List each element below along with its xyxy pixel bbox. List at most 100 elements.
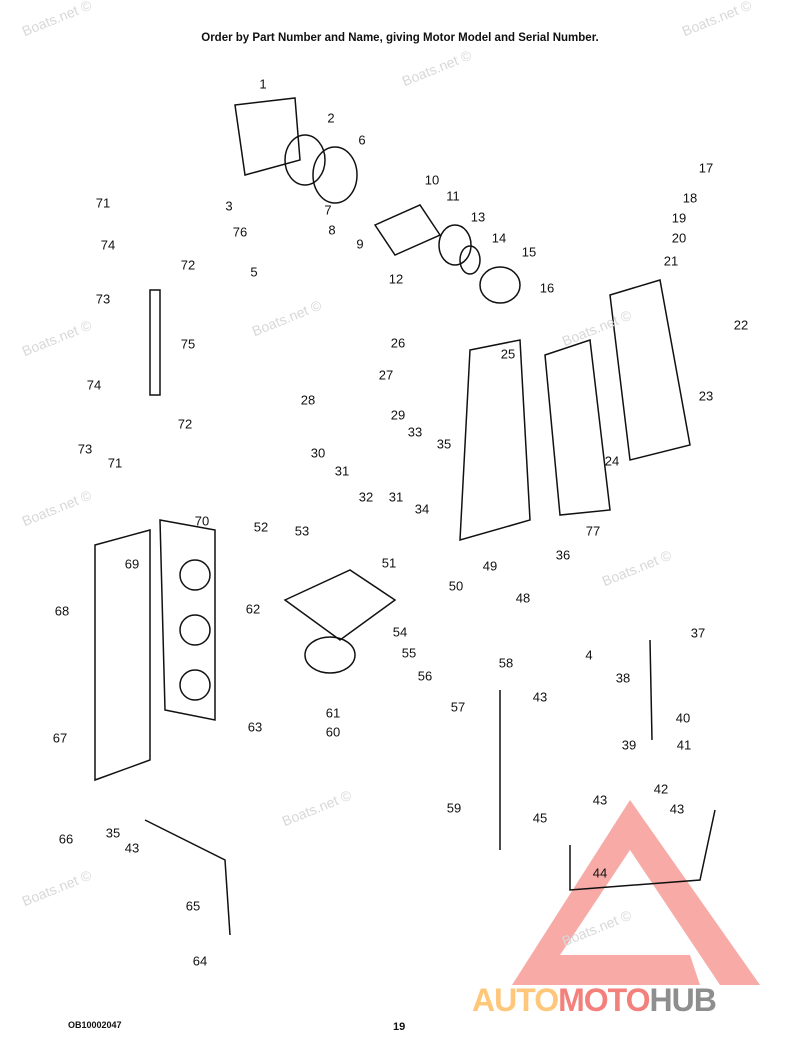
callout-17: 17 xyxy=(698,160,714,176)
callout-68: 68 xyxy=(54,603,70,619)
callout-31: 31 xyxy=(334,463,350,479)
callout-43: 43 xyxy=(532,689,548,705)
callout-38: 38 xyxy=(615,670,631,686)
callout-42: 42 xyxy=(653,781,669,797)
callout-19: 19 xyxy=(671,210,687,226)
page-number: 19 xyxy=(393,1021,406,1033)
callout-22: 22 xyxy=(733,317,749,333)
callout-18: 18 xyxy=(682,190,698,206)
callout-71: 71 xyxy=(107,455,123,471)
callout-37: 37 xyxy=(690,625,706,641)
automotohub-logo: AUTOMOTOHUB xyxy=(472,982,717,1019)
callout-61: 61 xyxy=(325,705,341,721)
diaphragm-13 xyxy=(438,224,472,266)
callout-11: 11 xyxy=(446,188,460,204)
callout-70: 70 xyxy=(194,513,210,529)
callout-41: 41 xyxy=(676,737,692,753)
gasket-6 xyxy=(312,146,358,204)
callout-27: 27 xyxy=(378,367,394,383)
callout-3: 3 xyxy=(225,198,233,214)
callout-54: 54 xyxy=(392,624,408,640)
callout-13: 13 xyxy=(470,209,486,225)
callout-75: 75 xyxy=(180,336,196,352)
callout-10: 10 xyxy=(424,172,440,188)
callout-62: 62 xyxy=(245,601,261,617)
callout-73: 73 xyxy=(95,291,111,307)
callout-51: 51 xyxy=(381,555,397,571)
callout-40: 40 xyxy=(675,710,691,726)
callout-23: 23 xyxy=(698,388,714,404)
intake-manifold-25 xyxy=(459,339,531,542)
callout-31: 31 xyxy=(388,489,404,505)
callout-43: 43 xyxy=(669,801,685,817)
cover-69 xyxy=(94,529,151,782)
callout-65: 65 xyxy=(185,898,201,914)
callout-9: 9 xyxy=(356,236,364,252)
callout-33: 33 xyxy=(407,424,423,440)
callout-53: 53 xyxy=(294,523,310,539)
callout-72: 72 xyxy=(177,416,193,432)
callout-52: 52 xyxy=(253,519,269,535)
callout-69: 69 xyxy=(124,556,140,572)
carburetor xyxy=(283,569,397,641)
callout-7: 7 xyxy=(324,202,332,218)
hose-65 xyxy=(144,819,231,936)
callout-66: 66 xyxy=(58,831,74,847)
callout-24: 24 xyxy=(604,453,620,469)
callout-43: 43 xyxy=(592,792,608,808)
callout-76: 76 xyxy=(232,224,248,240)
callout-12: 12 xyxy=(388,271,404,287)
callout-1: 1 xyxy=(259,76,267,92)
callout-44: 44 xyxy=(592,865,608,881)
callout-55: 55 xyxy=(401,645,417,661)
callout-39: 39 xyxy=(621,737,637,753)
callout-56: 56 xyxy=(417,668,433,684)
callout-71: 71 xyxy=(95,195,111,211)
brand-auto: AUTO xyxy=(472,982,559,1018)
diagram-code: OB10002047 xyxy=(68,1020,122,1030)
brand-hub: HUB xyxy=(649,982,716,1018)
callout-35: 35 xyxy=(105,825,121,841)
callout-77: 77 xyxy=(585,523,601,539)
callout-30: 30 xyxy=(310,445,326,461)
callout-72: 72 xyxy=(180,257,196,273)
callout-58: 58 xyxy=(498,655,514,671)
callout-29: 29 xyxy=(390,407,406,423)
callout-26: 26 xyxy=(390,335,406,351)
gasket-2 xyxy=(284,134,326,186)
callout-49: 49 xyxy=(482,558,498,574)
callout-48: 48 xyxy=(515,590,531,606)
order-instruction: Order by Part Number and Name, giving Mo… xyxy=(201,32,599,44)
callout-74: 74 xyxy=(100,237,116,253)
ring-14 xyxy=(459,245,481,275)
callout-45: 45 xyxy=(532,810,548,826)
gasket-70 xyxy=(159,519,216,721)
callout-21: 21 xyxy=(663,253,679,269)
callout-5: 5 xyxy=(250,264,258,280)
carb-cover xyxy=(234,97,301,176)
callout-25: 25 xyxy=(500,346,516,362)
callout-15: 15 xyxy=(521,244,537,260)
brand-triangle-logo xyxy=(512,800,760,985)
callout-63: 63 xyxy=(247,719,263,735)
float-bowl xyxy=(304,636,356,674)
callout-8: 8 xyxy=(328,222,336,238)
callout-34: 34 xyxy=(414,501,430,517)
callout-14: 14 xyxy=(491,230,507,246)
filter-15 xyxy=(479,266,521,304)
callout-32: 32 xyxy=(358,489,374,505)
hose-44 xyxy=(569,809,716,891)
callout-60: 60 xyxy=(325,724,341,740)
callout-74: 74 xyxy=(86,377,102,393)
callout-6: 6 xyxy=(358,132,366,148)
callout-57: 57 xyxy=(450,699,466,715)
callout-73: 73 xyxy=(77,441,93,457)
callout-16: 16 xyxy=(539,280,555,296)
gasket-24 xyxy=(544,338,611,516)
callout-59: 59 xyxy=(446,800,462,816)
callout-2: 2 xyxy=(327,110,335,126)
callout-20: 20 xyxy=(671,230,687,246)
callout-64: 64 xyxy=(192,953,208,969)
